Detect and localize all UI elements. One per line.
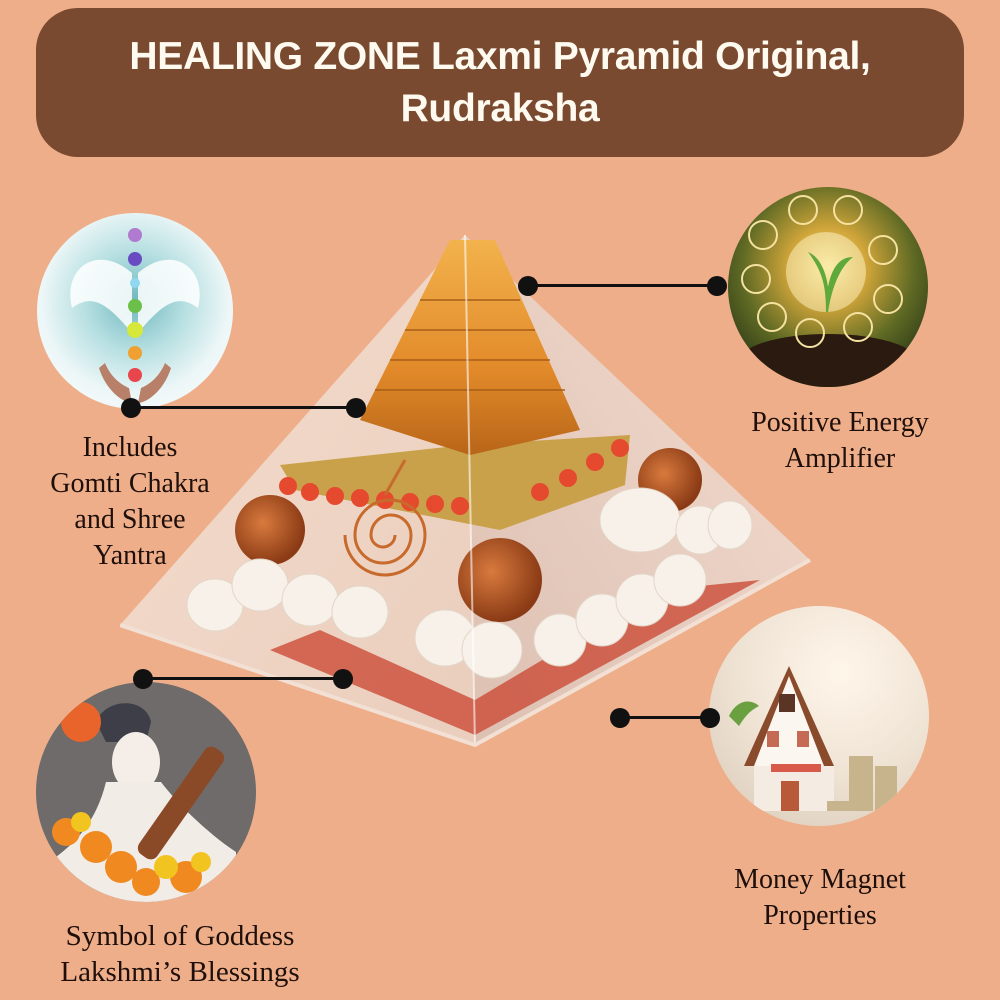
feature-label-positive-energy: Positive Energy Amplifier [751,407,929,474]
pyramid-product-image [120,234,811,748]
connector-dot [333,669,353,689]
connector-dot [121,398,141,418]
house-coins-icon [729,666,897,811]
energy-image-circle [728,187,928,387]
title-line-2: Rudraksha [400,86,600,130]
goddess-image-circle [36,682,256,902]
connector-dot [700,708,720,728]
connector-dot [133,669,153,689]
connector-line-goddess [143,677,343,680]
connector-dot [346,398,366,418]
connector-dot [610,708,630,728]
house-image-circle [709,606,929,826]
connector-line-chakra [131,406,356,409]
chakra-image-circle [37,213,233,409]
connector-dot [707,276,727,296]
goddess-statue-icon [52,702,236,902]
connector-dot [518,276,538,296]
chakra-icon [70,228,200,403]
plant-lightbulb-icon [738,195,918,387]
connector-line-energy [528,284,718,287]
title-line-1: HEALING ZONE Laxmi Pyramid Original, [129,34,871,78]
feature-label-lakshmi-blessings: Symbol of Goddess Lakshmi’s Blessings [60,920,300,988]
title-banner: HEALING ZONE Laxmi Pyramid Original, Rud… [36,8,964,157]
feature-label-money-magnet: Money Magnet Properties [734,864,906,931]
connector-line-money [620,716,710,719]
feature-label-gomti-chakra: Includes Gomti Chakra and Shree Yantra [50,432,210,571]
